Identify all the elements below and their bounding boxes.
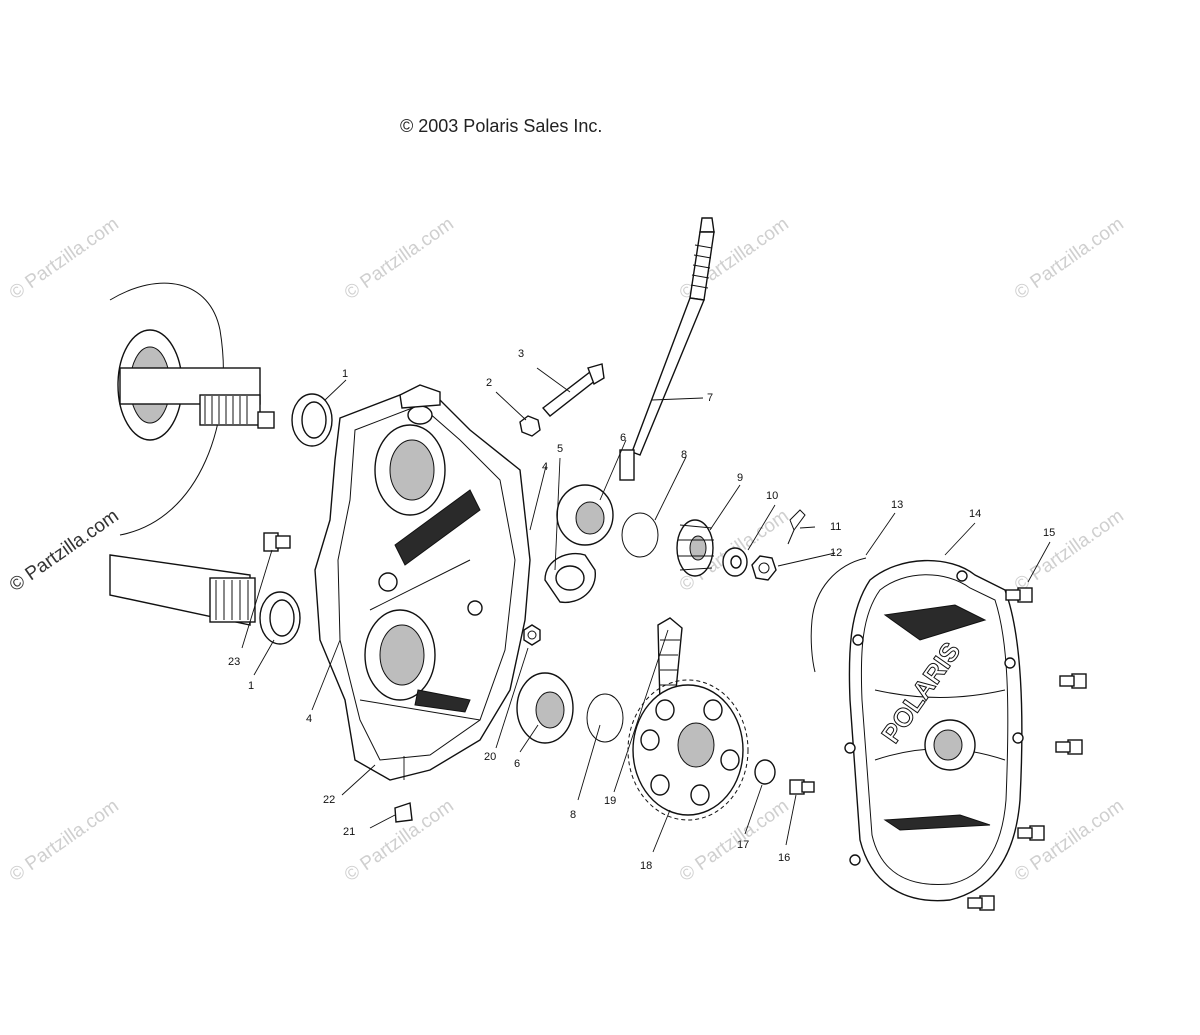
watermark: © Partzilla.com <box>6 505 123 596</box>
watermark: © Partzilla.com <box>6 795 123 886</box>
callout-1-lower: 1 <box>248 680 254 692</box>
callout-11: 11 <box>830 521 841 533</box>
callout-19: 19 <box>604 795 616 807</box>
nut-20 <box>523 624 541 646</box>
snap-ring-8-lower <box>586 693 624 743</box>
callout-4: 4 <box>542 461 548 473</box>
cotter-pin-11 <box>787 509 806 545</box>
bolt-16 <box>789 779 815 795</box>
spline-upper <box>204 396 248 424</box>
callout-7: 7 <box>707 392 713 404</box>
callout-23: 23 <box>228 656 240 668</box>
callout-6-lower: 6 <box>514 758 520 770</box>
bolt <box>1005 587 1033 603</box>
callout-17: 17 <box>737 839 749 851</box>
watermark: © Partzilla.com <box>6 213 123 304</box>
watermark: © Partzilla.com <box>1011 505 1128 596</box>
outer-cover-14: POLARIS <box>844 559 1024 902</box>
callout-18: 18 <box>640 860 652 872</box>
brake-disc-shaft <box>109 282 275 536</box>
callout-13: 13 <box>891 499 903 511</box>
callout-9: 9 <box>737 472 743 484</box>
watermark: © Partzilla.com <box>1011 213 1128 304</box>
gasket-13 <box>810 557 867 673</box>
callout-10: 10 <box>766 490 778 502</box>
callout-1: 1 <box>342 368 348 380</box>
bolt <box>1055 739 1083 755</box>
callout-12: 12 <box>830 547 842 559</box>
callout-3: 3 <box>518 348 524 360</box>
callout-8-lower: 8 <box>570 809 576 821</box>
chain-19 <box>657 617 683 706</box>
tensioner-5 <box>544 552 596 604</box>
callout-14: 14 <box>969 508 981 520</box>
plug-21 <box>394 802 413 823</box>
gear-9 <box>676 519 714 577</box>
seal-lower <box>259 591 301 645</box>
washer-10 <box>722 547 748 577</box>
callout-16: 16 <box>778 852 790 864</box>
callout-8: 8 <box>681 449 687 461</box>
pin-3 <box>541 363 605 417</box>
callout-22: 22 <box>323 794 335 806</box>
snap-ring-8-upper <box>621 512 659 558</box>
seal-upper <box>291 393 333 447</box>
bearing-6-upper <box>556 484 614 546</box>
leader-lines <box>241 367 1051 853</box>
copyright-text: © 2003 Polaris Sales Inc. <box>400 116 603 136</box>
watermark: © Partzilla.com <box>1011 795 1128 886</box>
callout-21: 21 <box>343 826 355 838</box>
callout-2: 2 <box>486 377 492 389</box>
nut-2 <box>519 415 541 437</box>
callout-15: 15 <box>1043 527 1055 539</box>
bolt-23 <box>263 532 291 552</box>
callout-6: 6 <box>620 432 626 444</box>
bolt <box>1017 825 1045 841</box>
callout-numbers: 1 2 3 4 5 6 7 8 9 10 11 12 13 14 15 16 1… <box>228 348 1055 872</box>
washer-17 <box>754 759 776 785</box>
watermark: © Partzilla.com <box>341 213 458 304</box>
bolt <box>967 895 995 911</box>
inner-chaincase <box>314 384 531 781</box>
nut-12 <box>751 555 777 581</box>
bearing-6-lower <box>516 672 574 744</box>
callout-4-lower: 4 <box>306 713 312 725</box>
bolt <box>1059 673 1087 689</box>
lower-shaft <box>109 554 256 626</box>
callout-5: 5 <box>557 443 563 455</box>
dipstick-7 <box>619 217 715 481</box>
cover-bolts-15 <box>967 587 1087 911</box>
callout-20: 20 <box>484 751 496 763</box>
sprocket-18 <box>627 679 749 821</box>
